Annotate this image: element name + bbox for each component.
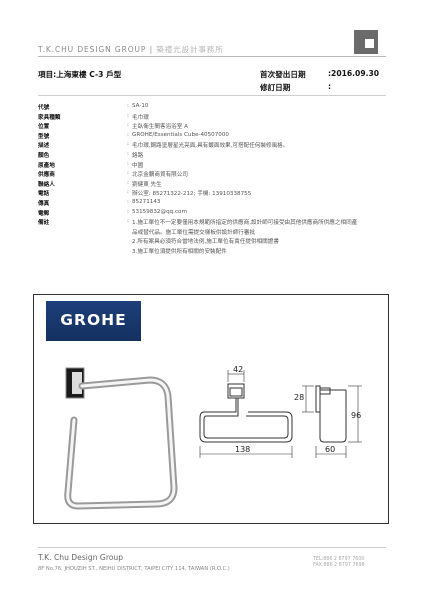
dim-label-plate-h: 28 <box>294 393 304 402</box>
spec-key: 型號 <box>38 133 50 140</box>
spec-key: 代號 <box>38 105 50 111</box>
spec-value: 85271143 <box>132 199 161 205</box>
spec-value: 1.施工單位不一定要僅用本規範所指定的供應商,設計師可接受由其他供應商所供應之相… <box>132 220 358 227</box>
spec-colon: : <box>127 189 129 196</box>
dim-label-height: 96 <box>351 411 361 420</box>
spec-colon: : <box>127 103 129 109</box>
spec-key: 供應商 <box>38 172 55 179</box>
front-ring-inner <box>203 398 289 439</box>
spec-colon: : <box>127 131 129 138</box>
spec-colon: : <box>127 122 129 129</box>
company-logo <box>354 30 378 54</box>
project-label: 項目: <box>38 70 57 79</box>
spec-colon: : <box>127 160 129 167</box>
technical-drawing: 42 138 28 96 60 <box>199 365 362 458</box>
project-title: 項目:上海東樓 C-3 戶型 <box>38 69 121 80</box>
brand-name-cn: 築禮光設計事務所 <box>156 45 224 54</box>
spec-colon: : <box>127 170 129 177</box>
spec-key: 電話 <box>38 191 50 198</box>
spec-key: 備註 <box>38 220 50 227</box>
dim-plate-w <box>227 370 245 382</box>
title-rule <box>38 95 386 96</box>
first-issue-label: 首次發出日期 <box>260 70 306 79</box>
towel-ring-photo <box>64 367 178 510</box>
footer-address: 8F No.76, JHOUZIH ST., NEIHU DISTRICT, T… <box>38 566 230 572</box>
spec-value: 主臥衛生間客浴浴室 A <box>132 124 188 131</box>
revision-label: 修訂日期 <box>260 83 291 92</box>
spec-value: GROHE/Essentials Cube-40507000 <box>132 131 229 138</box>
dim-depth <box>315 446 347 458</box>
side-plate <box>315 385 321 413</box>
spec-colon: : <box>127 208 129 215</box>
spec-value: 中國 <box>132 162 144 169</box>
brand-name: T.K.CHU DESIGN GROUP <box>38 45 147 54</box>
spec-value: 劉健東 先生 <box>132 181 162 188</box>
brand-line: T.K.CHU DESIGN GROUP | 築禮光設計事務所 <box>38 44 224 55</box>
spec-key: 傳真 <box>38 201 50 207</box>
spec-colon: : <box>127 199 129 205</box>
header-rule <box>38 56 386 57</box>
footer-company: T.K. Chu Design Group <box>38 553 124 562</box>
ring-outer <box>64 376 178 510</box>
ring-highlight <box>66 378 176 508</box>
footer-contact: TEL:886 2 8797 7600 FAX:886 2 8797 7698 <box>313 557 365 569</box>
grohe-logo: GROHE <box>46 301 141 341</box>
spec-value: 毛巾環 <box>132 114 149 121</box>
spec-value: 北京金鵬商貿有限公司 <box>132 172 188 179</box>
spec-key: 描述 <box>38 143 50 150</box>
remark-line: 3.施工單位須提供所有相關的安裝配件 <box>132 249 227 255</box>
spec-value: 鉻路 <box>132 153 144 159</box>
dim-plate-h <box>302 385 314 413</box>
spec-colon: : <box>127 179 129 186</box>
grohe-logo-text: GROHE <box>60 311 127 329</box>
drawing-frame <box>33 294 389 524</box>
remark-line: 品或替代品。施工單位需提交樣板供設計師行審批 <box>132 229 256 236</box>
footer-fax: FAX:886 2 8797 7698 <box>313 563 365 568</box>
spec-colon: : <box>127 218 129 225</box>
front-plate-inner <box>229 387 243 397</box>
dim-label-depth: 60 <box>325 445 335 454</box>
spec-colon: : <box>127 141 129 148</box>
dim-label-width: 138 <box>235 445 250 454</box>
remark-line: 2.所有案具必須符合當地法例,施工單位有責任提供相關證書 <box>132 239 279 246</box>
front-ring <box>199 398 293 443</box>
spec-key: 顏色 <box>38 153 50 159</box>
spec-value: 53159832@qq.com <box>132 208 187 215</box>
side-ring <box>319 420 347 443</box>
spec-colon: : <box>127 112 129 119</box>
spec-value: SA-10 <box>132 103 149 109</box>
spec-colon: : <box>127 151 129 157</box>
side-arm <box>319 387 331 395</box>
front-view <box>199 383 293 443</box>
footer-rule <box>38 547 386 548</box>
revision-value: : <box>328 82 332 91</box>
dim-width <box>199 446 293 458</box>
first-issue-value: :2016.09.30 <box>328 69 380 78</box>
plate-face <box>72 372 82 394</box>
spec-value: 毛巾環,鋼路塗層星光亮面,具有鍍面效果,可搭配任何裝修風格。 <box>132 143 289 150</box>
spec-key: 家具種類 <box>38 114 61 121</box>
footer-tel: TEL:886 2 8797 7600 <box>313 557 365 562</box>
spec-key: 電郵 <box>38 210 50 217</box>
spec-key: 原產地 <box>38 162 55 169</box>
side-view <box>315 385 347 443</box>
spec-key: 聯絡人 <box>38 181 55 188</box>
spec-value: 辦公室: 85271322-212; 手機: 13910338755 <box>132 191 252 198</box>
project-value: 上海東樓 C-3 戶型 <box>56 70 122 79</box>
brand-separator: | <box>149 45 154 54</box>
dim-label-plate-w: 42 <box>233 365 243 374</box>
dim-height <box>348 385 362 443</box>
spec-key: 位置 <box>38 124 50 131</box>
